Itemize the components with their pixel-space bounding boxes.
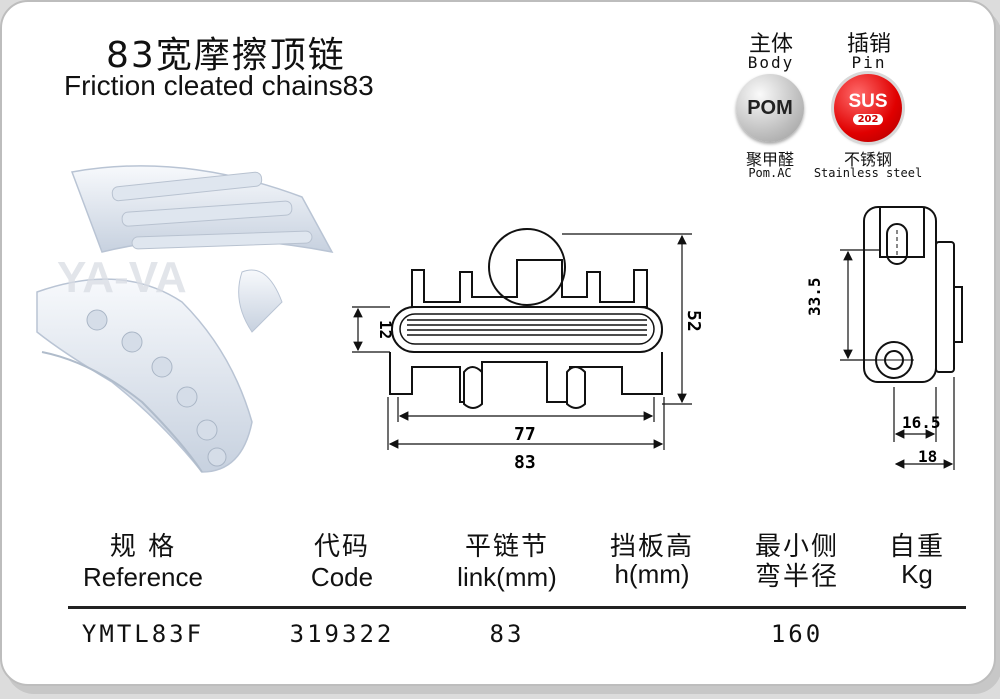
header-reference-en: Reference [83,562,203,592]
pin-label-en: Pin [851,53,887,72]
cell-reference: YMTL83F [81,620,205,648]
header-weight-en: Kg [901,559,933,589]
dim-18-label: 18 [918,447,937,466]
header-link-en: link(mm) [457,562,557,592]
header-weight: 自重 Kg [872,532,962,589]
technical-drawing: YA-VA [36,165,963,473]
body-material-en: Pom.AC [748,166,792,180]
header-code-cn: 代码 [313,532,370,562]
header-reference: 规 格 Reference [68,532,218,592]
chain-photo-lower [36,278,253,473]
title-english: Friction cleated chains83 [64,70,374,101]
header-radius: 最小侧 弯半径 [737,532,857,592]
cell-radius: 160 [770,620,824,648]
header-code: 代码 Code [282,532,402,592]
product-card: 83宽摩擦顶链 Friction cleated chains83 主体 Bod… [0,0,996,686]
chain-photo-upper [70,165,334,333]
dim-16-5-label: 16.5 [902,413,941,432]
dim-52-label: 52 [683,310,704,332]
front-view-dimensions [352,233,692,450]
header-weight-cn: 自重 [888,532,945,562]
header-code-en: Code [310,562,374,592]
pin-material-cn: 不锈钢 [843,150,892,169]
dim-33-5-label: 33.5 [805,277,824,316]
pin-material-en: Stainless steel [813,166,923,180]
header-radius-cn: 最小侧 [754,532,839,562]
sus-badge-grade: 202 [852,113,884,125]
title-chinese: 83宽摩擦顶链 [106,35,346,76]
dim-12-label: 12 [376,320,395,339]
header-link-cn: 平链节 [464,532,549,562]
pom-badge-text: POM [747,96,793,119]
watermark: YA-VA [57,253,187,302]
header-height-cn: 挡板高 [609,532,694,562]
cell-code: 319322 [289,620,395,648]
dim-77-label: 77 [514,424,536,445]
header-reference-cn: 规 格 [109,532,177,562]
side-view-drawing [863,206,963,383]
header-height-en: h(mm) [614,559,690,589]
body-label-cn: 主体 [748,32,793,57]
table-divider [68,606,966,609]
sus-badge-icon: SUS 202 [834,74,902,142]
side-view-dimensions [840,249,955,470]
body-material-cn: 聚甲醛 [745,150,794,169]
dim-83-label: 83 [514,452,536,473]
header-height: 挡板高 h(mm) [592,532,712,589]
body-label-en: Body [747,53,795,72]
sus-badge-text: SUS [848,90,888,112]
header-radius-cn2: 弯半径 [754,562,839,592]
pom-badge-icon: POM [736,74,804,142]
cell-link: 83 [489,620,525,648]
header-link: 平链节 link(mm) [437,532,577,592]
pin-label-cn: 插销 [846,32,891,57]
front-view-drawing [389,228,663,409]
